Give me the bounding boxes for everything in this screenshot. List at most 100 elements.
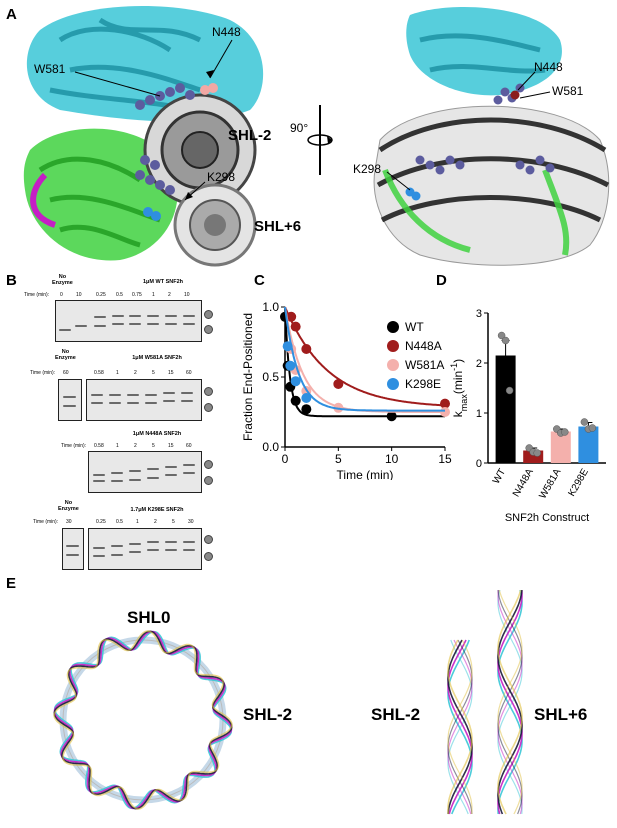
panel-e-dna — [53, 590, 523, 815]
panel-letter-d: D — [436, 272, 447, 289]
replicate-point — [533, 449, 541, 457]
gel4-time-label: Time (min): — [33, 519, 59, 525]
bar-w581a — [550, 431, 571, 463]
y-tick-label: 0.5 — [262, 370, 279, 384]
replicate-point — [588, 424, 597, 432]
nucleosome-icon — [204, 476, 213, 485]
label-k298-left: K298 — [207, 170, 236, 184]
label-w581-left: W581 — [34, 62, 66, 76]
legend-marker-wt — [387, 321, 399, 333]
panel-letter-c: C — [254, 272, 265, 289]
data-point-wt — [301, 404, 312, 415]
x-axis-label: SNF2h Construct — [505, 512, 589, 524]
dna-strand-helix — [497, 590, 523, 815]
label-shl0: SHL0 — [127, 608, 171, 627]
gel2-no-enzyme: No Enzyme — [55, 349, 76, 361]
data-point-w581a — [440, 407, 450, 417]
legend-marker-w581a — [387, 359, 399, 371]
label-shl-p6-a: SHL+6 — [254, 218, 302, 235]
gel3-title: 1μM N448A SNF2h — [132, 431, 182, 437]
left-structure — [23, 6, 264, 267]
replicate-point — [501, 336, 510, 345]
y-tick-label: 2 — [476, 358, 482, 370]
gel4-no-enzyme: No Enzyme — [58, 500, 79, 512]
data-point-wt — [386, 411, 397, 422]
legend-label-n448a: N448A — [405, 339, 442, 353]
cyan-domain-right — [406, 7, 562, 96]
dna-strand-ring — [53, 630, 233, 810]
nucleosome-icon — [204, 310, 213, 319]
data-point-k298e — [282, 341, 293, 352]
legend-marker-k298e — [387, 378, 399, 390]
x-tick-label: N448A — [511, 467, 536, 499]
gel4-control — [62, 528, 84, 570]
gel2-control — [58, 379, 82, 421]
replicate-point — [505, 386, 514, 395]
legend-label-w581a: W581A — [405, 358, 444, 372]
data-point-k298e — [285, 360, 296, 371]
x-axis-label: Time (min) — [337, 468, 394, 480]
dna-strand-helix — [497, 590, 523, 815]
dna-strand-helix — [497, 590, 523, 815]
gel3-time-label: Time (min): — [61, 443, 87, 449]
dna-strand-helix — [447, 639, 473, 815]
label-shl-2-a: SHL-2 — [228, 127, 272, 144]
data-point-n448a — [301, 344, 312, 354]
panel-a-structures — [23, 6, 610, 267]
label-n448-left: N448 — [212, 25, 241, 39]
gel3 — [88, 451, 202, 493]
x-tick-label: 5 — [335, 452, 342, 466]
data-point-k298e — [290, 376, 301, 387]
label-shl-2-e-left: SHL-2 — [243, 705, 293, 724]
y-axis-label: kmax(min-1) — [450, 359, 469, 417]
panel-letter-a: A — [6, 6, 17, 23]
dna-strand-ring — [53, 630, 233, 810]
gel2-title: 1μM W581A SNF2h — [132, 355, 182, 361]
panel-letter-e: E — [6, 575, 17, 592]
y-tick-label: 0 — [476, 458, 482, 470]
dna-strand-helix — [497, 590, 523, 815]
label-n448-right: N448 — [534, 60, 563, 74]
x-tick-label: W581A — [537, 467, 563, 501]
x-tick-label: 0 — [282, 452, 289, 466]
bar-k298e — [578, 426, 599, 463]
nucleosome-icon — [204, 325, 213, 334]
replicate-point — [497, 331, 506, 340]
fit-line-n448a — [284, 306, 445, 407]
x-tick-label: 15 — [438, 452, 452, 466]
nucleosome-icon — [204, 403, 213, 412]
legend-label-wt: WT — [405, 320, 424, 334]
dna-strand-helix — [497, 590, 523, 815]
y-tick-label: 1.0 — [262, 300, 279, 314]
data-point-n448a — [286, 311, 297, 322]
nucleosome-icon — [204, 387, 213, 396]
fit-line-wt — [284, 306, 445, 418]
dna-superhelix-ring — [53, 630, 233, 810]
nucleosome-icon — [204, 535, 213, 544]
x-tick-label: K298E — [566, 467, 591, 499]
rotation-symbol — [307, 105, 333, 175]
y-tick-label: 0.0 — [262, 440, 279, 454]
panel-letter-b: B — [6, 272, 17, 289]
data-point-n448a — [440, 398, 450, 409]
gel3-times: 0.58 1 2 5 15 60 — [94, 443, 192, 449]
label-rotation: 90° — [290, 121, 309, 135]
label-k298-right: K298 — [353, 162, 382, 176]
magenta-loop — [30, 172, 57, 228]
data-point-n448a — [333, 379, 344, 389]
legend-label-k298e: K298E — [405, 377, 441, 391]
bar-wt — [495, 355, 516, 463]
y-tick-label: 1 — [476, 408, 482, 420]
gel1-no-enzyme: No Enzyme — [52, 274, 73, 286]
dna-strand-helix — [497, 590, 523, 815]
dna-strand-helix — [447, 639, 473, 815]
right-structure — [373, 7, 610, 266]
dna-strand-helix — [447, 639, 473, 815]
gel2-times: 60 0.58 1 2 5 15 60 — [63, 370, 192, 376]
gel2-time-label: Time (min): — [30, 370, 56, 376]
x-tick-label: 10 — [385, 452, 399, 466]
legend-marker-n448a — [387, 340, 399, 352]
gel1 — [55, 300, 202, 342]
